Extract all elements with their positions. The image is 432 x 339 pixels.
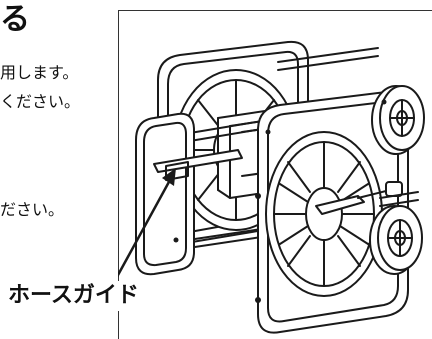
figure-frame-left xyxy=(118,10,119,339)
body-text-line-3: ださい。 xyxy=(0,200,65,219)
callout-arrow xyxy=(118,168,176,278)
lower-wheel xyxy=(369,205,423,275)
body-text-line-1: 用します。 xyxy=(0,63,79,82)
left-frame xyxy=(135,112,195,276)
crank-handle xyxy=(315,181,403,215)
body-text-line-2: ください。 xyxy=(0,92,81,111)
section-heading-fragment: る xyxy=(0,2,30,37)
hose-guide-label: ホースガイド xyxy=(8,281,143,311)
hose-reel-illustration xyxy=(118,40,425,334)
axle xyxy=(379,191,419,207)
upper-wheel xyxy=(371,85,425,155)
figure-frame-top xyxy=(118,10,432,11)
frame-bolts xyxy=(173,99,387,303)
